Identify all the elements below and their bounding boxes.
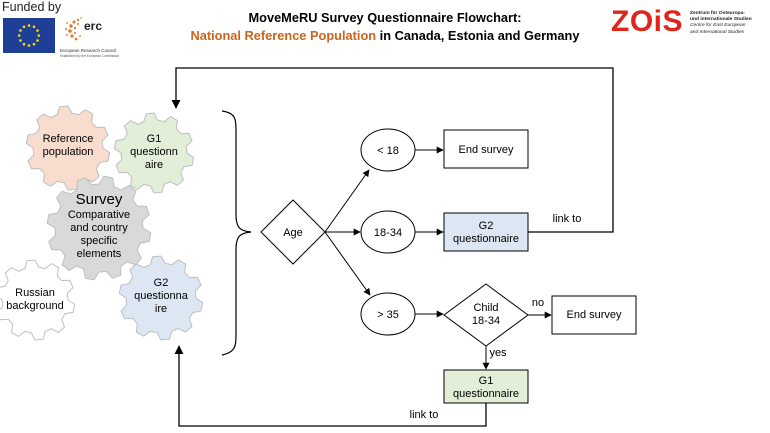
age-to-lt18-arrow: [324, 169, 370, 233]
zois-description: Zentrum für Osteuropa- und international…: [690, 11, 752, 35]
page-title: MoveMeRU Survey Questionnaire Flowchart:…: [170, 9, 600, 45]
g1-box-label-1: G1: [479, 375, 494, 387]
erc-subtitle-2: Established by the European Commission: [60, 54, 120, 58]
lt18-label: < 18: [377, 145, 399, 157]
link-top-connector: [171, 67, 614, 233]
end-survey-top-label: End survey: [458, 144, 514, 156]
gear-g1-label-3: aire: [145, 159, 163, 171]
title-rest: in Canada, Estonia and Germany: [376, 28, 580, 43]
gear-g1-label-2: questionn: [130, 146, 178, 158]
zois-logo: ZOiS: [611, 5, 684, 38]
end-survey-box-bottom: [551, 295, 637, 335]
gear-survey: [46, 175, 152, 281]
gear-g2-questionnaire: [118, 255, 204, 341]
gear-survey-label-1: Comparative: [68, 209, 130, 221]
gear-russian-label-1: Russian: [15, 287, 55, 299]
age-to-gt35-arrow: [324, 231, 371, 296]
gear-survey-label-2: and country: [70, 222, 128, 234]
gear-reference-label-1: Reference: [43, 133, 94, 145]
g2-box-label-1: G2: [479, 220, 494, 232]
g1-questionnaire-box: [443, 369, 529, 404]
title-line-1: MoveMeRU Survey Questionnaire Flowchart:: [248, 10, 522, 25]
end-survey-bottom-label: End survey: [566, 309, 622, 321]
g2-questionnaire-box: [443, 212, 529, 252]
g1-box-label-2: questionnaire: [453, 388, 519, 400]
title-accent: National Reference Population: [190, 28, 377, 43]
gear-survey-label-4: elements: [77, 248, 122, 260]
link-to-bottom-label: link to: [410, 409, 439, 421]
g2-box-label-2: questionnaire: [453, 233, 519, 245]
gear-g2-label-3: ire: [155, 303, 167, 315]
erc-logo: [60, 14, 122, 60]
range-label: 18-34: [374, 227, 402, 239]
child-label-1: Child: [473, 302, 498, 314]
gear-reference-label-2: population: [43, 146, 94, 158]
end-survey-box-top: [443, 129, 529, 169]
title-line-2: National Reference Population in Canada,…: [170, 27, 600, 45]
eu-flag-logo: [3, 18, 55, 53]
gear-survey-label-3: specific: [81, 235, 118, 247]
age-decision-diamond: [260, 199, 326, 265]
no-label: no: [532, 297, 544, 309]
curly-brace: [221, 110, 252, 356]
link-to-top-label: link to: [553, 213, 582, 225]
gear-g1-questionnaire: [113, 112, 195, 194]
yes-label: yes: [489, 347, 507, 359]
gear-russian-background: [0, 259, 76, 341]
funded-by-label: Funded by: [2, 0, 62, 14]
gear-g2-label-2: questionna: [134, 290, 189, 302]
age-label: Age: [283, 227, 303, 239]
gear-survey-title: Survey: [76, 191, 123, 208]
erc-subtitle: European Research Council: [60, 48, 117, 53]
child-label-2: 18-34: [472, 315, 500, 327]
erc-logo-text: erc: [84, 19, 103, 33]
link-bottom-connector: [174, 345, 487, 427]
gear-russian-label-2: background: [6, 300, 64, 312]
gt35-label: > 35: [377, 309, 399, 321]
gear-g2-label-1: G2: [154, 277, 169, 289]
gear-g1-label-1: G1: [147, 133, 162, 145]
